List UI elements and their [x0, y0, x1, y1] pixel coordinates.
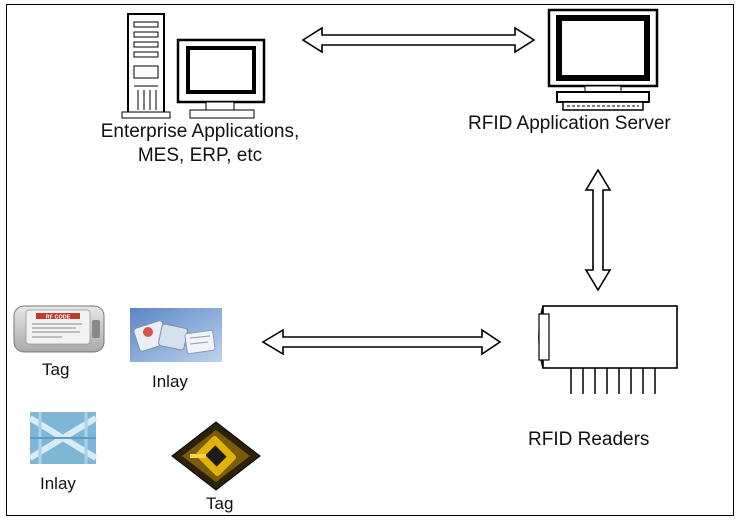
inlay-antenna-icon	[28, 412, 98, 464]
arrow-server-readers	[584, 168, 612, 292]
arrow-tags-readers	[261, 328, 502, 356]
enterprise-computer-icon	[121, 13, 266, 119]
tag-card-logo: RF CODE	[46, 314, 71, 320]
arrow-enterprise-server	[301, 26, 536, 54]
server-label: RFID Application Server	[468, 113, 671, 134]
enterprise-label-line1: Enterprise Applications,	[100, 121, 300, 142]
tag-chip-label: Tag	[206, 494, 234, 513]
rfid-tag-chip-icon	[171, 421, 261, 491]
tag-card-label: Tag	[42, 360, 70, 379]
rfid-tag-card-icon: RF CODE	[13, 305, 105, 353]
inlay-bottom-label: Inlay	[40, 474, 76, 493]
inlay-photo-icon	[130, 308, 222, 362]
inlay-top-label: Inlay	[152, 372, 188, 391]
server-computer-icon	[547, 8, 659, 111]
enterprise-label-line2: MES, ERP, etc	[137, 145, 263, 166]
rfid-reader-icon	[538, 305, 678, 394]
readers-label: RFID Readers	[528, 429, 650, 450]
enterprise-label: Enterprise Applications, MES, ERP, etc	[60, 120, 340, 168]
